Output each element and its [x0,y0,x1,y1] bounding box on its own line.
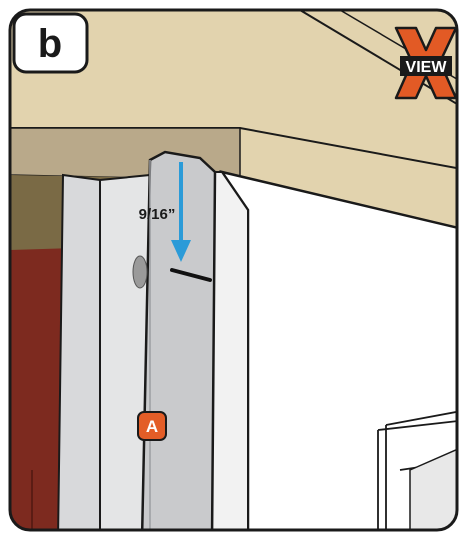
step-label: b [38,22,62,66]
part-callout-label: A [146,417,158,436]
measurement-label: 9/16” [139,206,176,223]
jamb-hole [133,256,147,288]
view-badge-text: VIEW [406,59,448,76]
jamb-back [58,175,100,540]
